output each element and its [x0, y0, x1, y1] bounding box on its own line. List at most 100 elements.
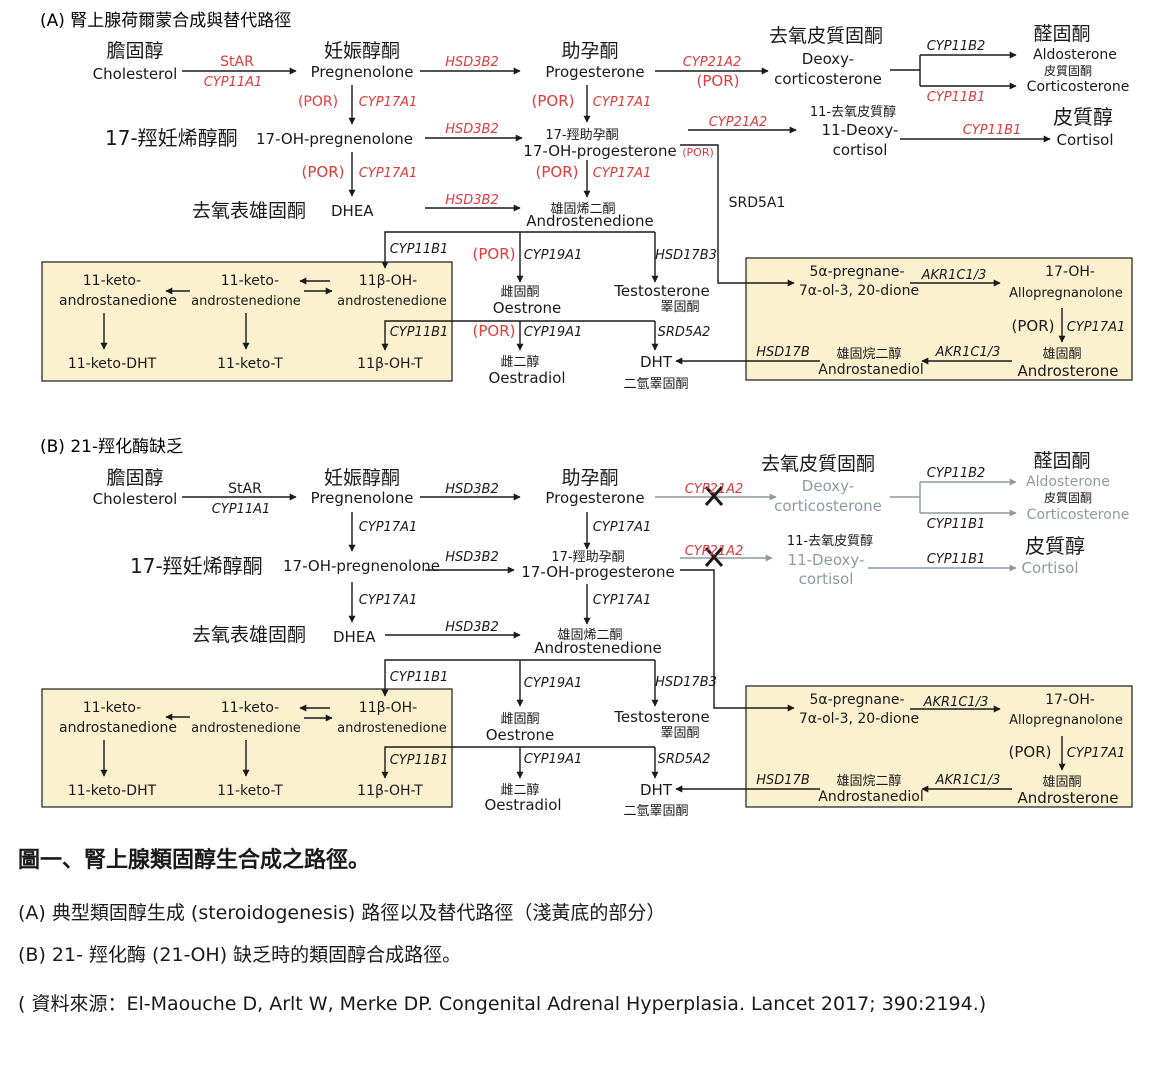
- enzyme-por-2: (POR): [298, 94, 338, 110]
- node-androstanediol-zh: 雄固烷二醇: [836, 773, 901, 789]
- enzyme-por-5: (POR): [536, 163, 579, 181]
- figure-caption-b: (B) 21- 羥化酶 (21-OH) 缺乏時的類固醇合成路徑。: [18, 944, 462, 966]
- enzyme-cyp17a1-5: CYP17A1: [1067, 746, 1126, 761]
- node-oestrone-zh: 雌固酮: [500, 284, 539, 300]
- node-aldosterone-zh: 醛固酮: [1033, 450, 1090, 472]
- node-5apregnane-1: 5α-pregnane-: [809, 264, 904, 280]
- pathway-arrows-a: [100, 51, 1066, 365]
- enzyme-hsd17b3: HSD17B3: [655, 675, 717, 690]
- blocked-nodes-b: Deoxy- corticosterone Aldosterone Cortic…: [774, 474, 1129, 588]
- enzyme-cyp11b1-cortisol: CYP11B1: [927, 552, 986, 567]
- node-progesterone-en: Progesterone: [545, 63, 644, 81]
- node-androstanediol-en: Androstanediol: [818, 789, 923, 805]
- node-11oh-ad-1: 11β-OH-: [359, 273, 417, 289]
- enzyme-cyp11b1-b: CYP11B1: [390, 753, 449, 768]
- enzyme-cyp11b1-top: CYP11B1: [927, 90, 986, 105]
- node-11keto-dht: 11-keto-DHT: [68, 783, 157, 799]
- alt-pathway-box-right: [745, 257, 1133, 381]
- alt-pathway-box-left: [41, 261, 453, 382]
- node-dht-en: DHT: [640, 781, 673, 799]
- node-allopreg-1: 17-OH-: [1045, 264, 1095, 280]
- node-testosterone-en: Testosterone: [613, 282, 709, 300]
- enzyme-por-1: (POR): [697, 72, 740, 90]
- enzyme-cyp17a1-4: CYP17A1: [593, 593, 652, 608]
- node-oestradiol-zh: 雌二醇: [500, 354, 539, 370]
- enzyme-cyp11a1: CYP11A1: [204, 75, 263, 90]
- enzyme-cyp21a2-2: CYP21A2: [685, 544, 744, 559]
- node-progesterone-zh: 助孕酮: [561, 467, 618, 489]
- node-11deoxycortisol-zh: 11-去氧皮質醇: [787, 533, 873, 549]
- enzyme-cyp19a1-2: CYP19A1: [524, 325, 583, 340]
- node-doc-zh: 去氧皮質固酮: [761, 453, 875, 475]
- node-doc-zh: 去氧皮質固酮: [769, 25, 883, 47]
- node-oestrone-en: Oestrone: [486, 726, 554, 744]
- block-markers: [704, 486, 724, 567]
- figure-caption-a: (A) 典型類固醇生成 (steroidogenesis) 路徑以及替代路徑（淺…: [18, 902, 666, 924]
- node-aldosterone-en: Aldosterone: [1026, 474, 1110, 490]
- node-17ohpreg-en: 17-OH-pregnenolone: [256, 130, 413, 148]
- node-11oh-t: 11β-OH-T: [357, 356, 423, 372]
- node-testosterone-en: Testosterone: [613, 708, 709, 726]
- enzyme-cyp19a1-1: CYP19A1: [524, 248, 583, 263]
- enzyme-por-7: (POR): [473, 322, 516, 340]
- alt-pathway-box-right-b: [745, 685, 1133, 808]
- enzyme-akr1c13-2: AKR1C1/3: [935, 345, 1001, 360]
- panel-a: (A) 腎上腺荷爾蒙合成與替代路徑: [40, 11, 1133, 392]
- node-androsterone-zh: 雄固酮: [1042, 347, 1081, 362]
- enzyme-cyp17a1-2: CYP17A1: [593, 520, 652, 535]
- node-androstenedione-en: Androstenedione: [526, 212, 654, 230]
- panel-b-title: (B) 21-羥化酶缺乏: [40, 437, 183, 457]
- enzyme-por-8: (POR): [1009, 743, 1052, 761]
- node-17ohpreg-en: 17-OH-pregnenolone: [283, 557, 440, 575]
- node-dht-zh: 二氫睪固酮: [623, 804, 688, 819]
- node-aldosterone-zh: 醛固酮: [1033, 23, 1090, 45]
- enzyme-cyp11b2: CYP11B2: [927, 466, 986, 481]
- node-androsterone-zh: 雄固酮: [1042, 775, 1081, 790]
- enzymes-red-a: StAR CYP11A1 HSD3B2 CYP21A2 (POR) (POR) …: [204, 54, 1022, 340]
- node-11keto-andro-1: 11-keto-: [83, 273, 141, 289]
- enzyme-akr1c13-2: AKR1C1/3: [935, 773, 1001, 788]
- enzyme-cyp21a2-2: CYP21A2: [709, 115, 768, 130]
- enzyme-hsd17b: HSD17B: [756, 773, 810, 788]
- node-cholesterol-en: Cholesterol: [93, 65, 178, 83]
- node-progesterone-en: Progesterone: [545, 489, 644, 507]
- enzymes-black-a: CYP11B2 SRD5A1 CYP11B1 CYP19A1 HSD17B3 C…: [390, 39, 1126, 360]
- node-11oh-ad-2: androstenedione: [337, 294, 447, 309]
- node-dhea-en: DHEA: [333, 628, 376, 646]
- enzyme-cyp17a1-1: CYP17A1: [359, 520, 418, 535]
- enzyme-por-8: (POR): [1012, 317, 1055, 335]
- node-cortisol-en: Cortisol: [1056, 131, 1113, 149]
- enzyme-cyp19a1-1: CYP19A1: [524, 676, 583, 691]
- enzyme-cyp11b1-b: CYP11B1: [390, 325, 449, 340]
- node-11deoxycortisol-en1: 11-Deoxy-: [822, 121, 899, 139]
- node-17ohpreg-zh: 17-羥妊烯醇酮: [105, 126, 238, 150]
- node-doc-en1: Deoxy-: [802, 50, 854, 68]
- node-progesterone-zh: 助孕酮: [561, 40, 618, 62]
- node-androstenedione-zh: 雄固烯二酮: [557, 628, 622, 643]
- enzyme-star: StAR: [228, 481, 262, 497]
- node-5apregnane-2: 7α-ol-3, 20-dione: [799, 711, 919, 727]
- node-corticosterone-en: Corticosterone: [1027, 507, 1130, 523]
- node-oestradiol-zh: 雌二醇: [500, 782, 539, 798]
- node-testosterone-zh: 睪固酮: [660, 726, 699, 741]
- node-17ohprog-en: 17-OH-progesterone: [523, 142, 676, 160]
- node-cholesterol-en: Cholesterol: [93, 490, 178, 508]
- node-androstanediol-zh: 雄固烷二醇: [836, 346, 901, 362]
- node-5apregnane-1: 5α-pregnane-: [809, 692, 904, 708]
- node-11keto-ad-2: androstenedione: [191, 294, 301, 309]
- enzyme-por-small: (POR): [682, 146, 714, 159]
- nodes-a: 膽固醇 Cholesterol 妊娠醇酮 Pregnenolone 助孕酮 Pr…: [59, 23, 1129, 392]
- node-androsterone-en: Androsterone: [1018, 362, 1119, 380]
- node-11oh-ad-2: androstenedione: [337, 721, 447, 736]
- node-oestrone-en: Oestrone: [493, 299, 561, 317]
- node-corticosterone-zh: 皮質固酮: [1044, 63, 1092, 78]
- node-dhea-zh: 去氧表雄固酮: [192, 200, 306, 222]
- pathway-arrows-b: [100, 493, 1066, 793]
- node-11keto-dht: 11-keto-DHT: [68, 356, 157, 372]
- node-cholesterol-zh: 膽固醇: [106, 467, 163, 489]
- node-11keto-t: 11-keto-T: [217, 356, 283, 372]
- steroidogenesis-figure: (A) 腎上腺荷爾蒙合成與替代路徑: [40, 11, 1133, 819]
- enzyme-akr1c13-1: AKR1C1/3: [923, 695, 989, 710]
- enzyme-srd5a1: SRD5A1: [729, 195, 786, 211]
- node-11deoxycortisol-en2: cortisol: [833, 141, 888, 159]
